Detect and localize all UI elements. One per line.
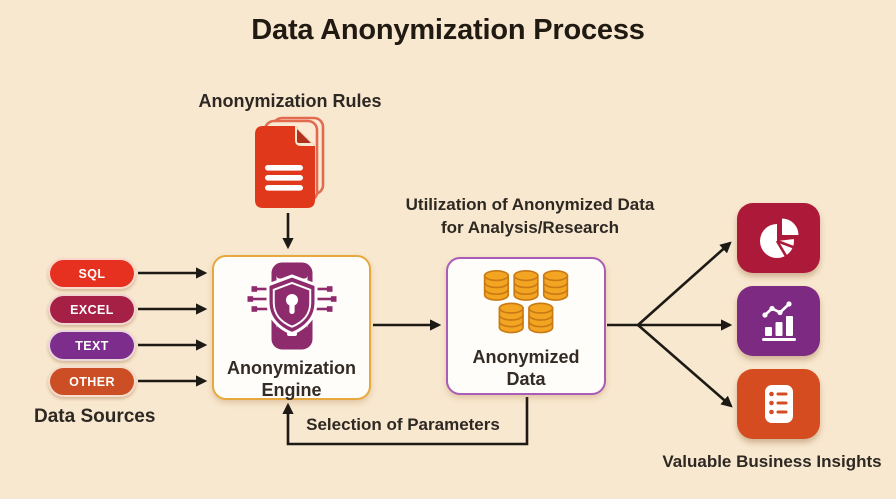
shield-phone-icon <box>240 262 344 350</box>
utilization-label-line1: Utilization of Anonymized Data <box>405 195 655 214</box>
data-source-text-label: TEXT <box>75 338 109 353</box>
data-source-other-label: OTHER <box>69 374 115 389</box>
anonymization-engine-node: Anonymization Engine <box>212 255 371 400</box>
data-label-line1: Anonymized <box>472 347 580 367</box>
data-label-line2: Data <box>506 368 546 389</box>
engine-label-line1: Anonymization <box>227 358 356 378</box>
pie-chart-icon <box>737 203 820 273</box>
document-stack-icon <box>249 116 327 212</box>
checklist-icon <box>737 369 820 439</box>
engine-label-line2: Engine <box>261 379 322 400</box>
bar-chart-icon <box>737 286 820 356</box>
data-source-other: OTHER <box>48 366 136 397</box>
data-source-sql: SQL <box>48 258 136 289</box>
valuable-business-insights-label: Valuable Business Insights <box>662 452 882 471</box>
anonymized-data-node: Anonymized Data <box>446 257 606 395</box>
data-source-text: TEXT <box>48 330 136 361</box>
selection-of-parameters-label: Selection of Parameters <box>306 415 500 434</box>
database-stack-icon <box>470 269 582 337</box>
page-title: Data Anonymization Process <box>251 14 645 46</box>
utilization-label: Utilization of Anonymized Data for Analy… <box>380 194 680 240</box>
data-source-excel-label: EXCEL <box>70 302 114 317</box>
data-source-sql-label: SQL <box>78 266 106 281</box>
anonymization-rules-label: Anonymization Rules <box>198 91 382 111</box>
data-sources-label: Data Sources <box>34 406 156 427</box>
utilization-label-line2: for Analysis/Research <box>441 217 619 237</box>
data-source-excel: EXCEL <box>48 294 136 325</box>
